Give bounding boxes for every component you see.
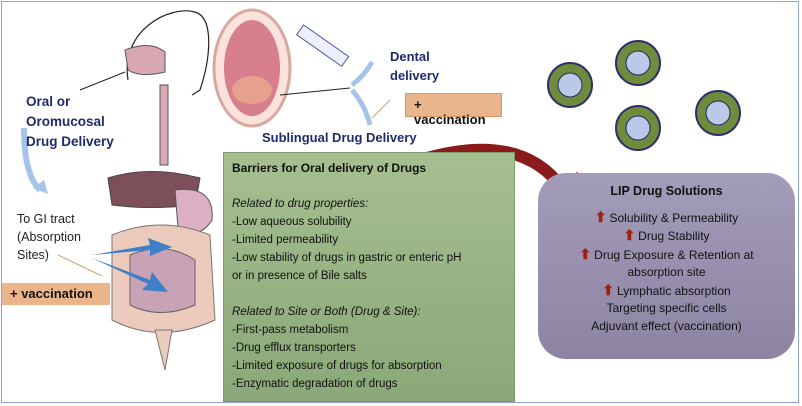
solution-item: ⬆Solubility & Permeability [544, 209, 789, 228]
barrier-item: -Low stability of drugs in gastric or en… [232, 252, 462, 264]
solution-text: Solubility & Permeability [609, 210, 739, 225]
barriers-box: Barriers for Oral delivery of Drugs Rela… [223, 152, 515, 402]
dental-line: Dental [390, 49, 430, 64]
liposome-group [547, 40, 741, 151]
dental-delivery-label: Dental delivery [390, 47, 439, 85]
solution-item: ⬆Drug Exposure & Retention at [544, 246, 789, 265]
gi-line: To GI tract [17, 212, 75, 226]
vaccination-badge-top: + vaccination [405, 93, 502, 127]
barriers-title: Barriers for Oral delivery of Drugs [232, 161, 427, 175]
stomach-icon [174, 188, 213, 233]
up-arrow-icon: ⬆ [579, 245, 592, 262]
rectum-icon [154, 329, 173, 371]
solution-item: Targeting specific cells [544, 300, 789, 318]
nasal-cavity-icon [124, 45, 166, 76]
dental-line: delivery [390, 68, 440, 83]
gi-line: Sites) [17, 248, 49, 262]
solution-text: absorption site [627, 265, 706, 279]
oral-line: Oromucosal [26, 114, 105, 129]
solution-item: ⬆Drug Stability [544, 227, 789, 246]
sublingual-label: Sublingual Drug Delivery [262, 130, 417, 145]
gi-connector [57, 254, 103, 277]
solution-text: Drug Exposure & Retention at [594, 247, 754, 262]
syringe-icon [295, 24, 350, 67]
absorption-arrow-2 [92, 258, 168, 292]
liposome-icon [615, 105, 661, 151]
solution-text: Drug Stability [638, 229, 710, 243]
barrier-item: -Drug efflux transporters [232, 342, 356, 354]
sublingual-arrow [350, 88, 373, 126]
solution-item: Adjuvant effect (vaccination) [544, 318, 789, 336]
liposome-icon [547, 62, 593, 108]
barrier-item: or in presence of Bile salts [232, 270, 367, 282]
esophagus-icon [159, 84, 169, 166]
barrier-item: -Limited exposure of drugs for absorptio… [232, 360, 442, 372]
section2-heading: Related to Site or Both (Drug & Site): [232, 306, 421, 318]
oral-down-arrowhead [33, 180, 48, 194]
solution-text: Targeting specific cells [606, 301, 727, 315]
head-outline [126, 10, 210, 96]
solution-text: Adjuvant effect (vaccination) [591, 318, 742, 333]
section1-heading: Related to drug properties: [232, 198, 369, 210]
absorption-arrow-1 [92, 238, 172, 256]
small-intestine-icon [129, 248, 196, 313]
vaccination-connector [371, 99, 391, 119]
sublingual-pointer [279, 87, 351, 96]
barrier-item: -First-pass metabolism [232, 324, 349, 336]
liposome-icon [695, 90, 741, 136]
solutions-title: LIP Drug Solutions [610, 184, 723, 198]
up-arrow-icon: ⬆ [602, 281, 615, 298]
up-arrow-icon: ⬆ [594, 208, 607, 225]
dental-arrow [350, 60, 375, 87]
solution-text: Lymphatic absorption [617, 283, 731, 298]
up-arrow-icon: ⬆ [623, 227, 636, 243]
solution-item: ⬆Lymphatic absorption [544, 282, 789, 301]
oral-line: Oral or [26, 94, 71, 109]
oral-line: Drug Delivery [26, 134, 114, 149]
tongue-icon [232, 76, 272, 104]
barrier-item: -Limited permeability [232, 234, 339, 246]
liposome-icon [615, 40, 661, 86]
solution-item: absorption site [544, 264, 789, 282]
barrier-item: -Enzymatic degradation of drugs [232, 378, 398, 390]
solutions-list: ⬆Solubility & Permeability⬆Drug Stabilit… [544, 209, 789, 336]
lip-solutions-box: LIP Drug Solutions ⬆Solubility & Permeab… [538, 173, 795, 359]
barrier-item: -Low aqueous solubility [232, 216, 352, 228]
oral-pointer [79, 71, 126, 91]
oral-delivery-label: Oral or Oromucosal Drug Delivery [26, 92, 114, 152]
gi-line: (Absorption [17, 230, 81, 244]
gi-tract-label: To GI tract (Absorption Sites) [17, 210, 81, 264]
vaccination-badge-left: + vaccination [2, 283, 110, 305]
